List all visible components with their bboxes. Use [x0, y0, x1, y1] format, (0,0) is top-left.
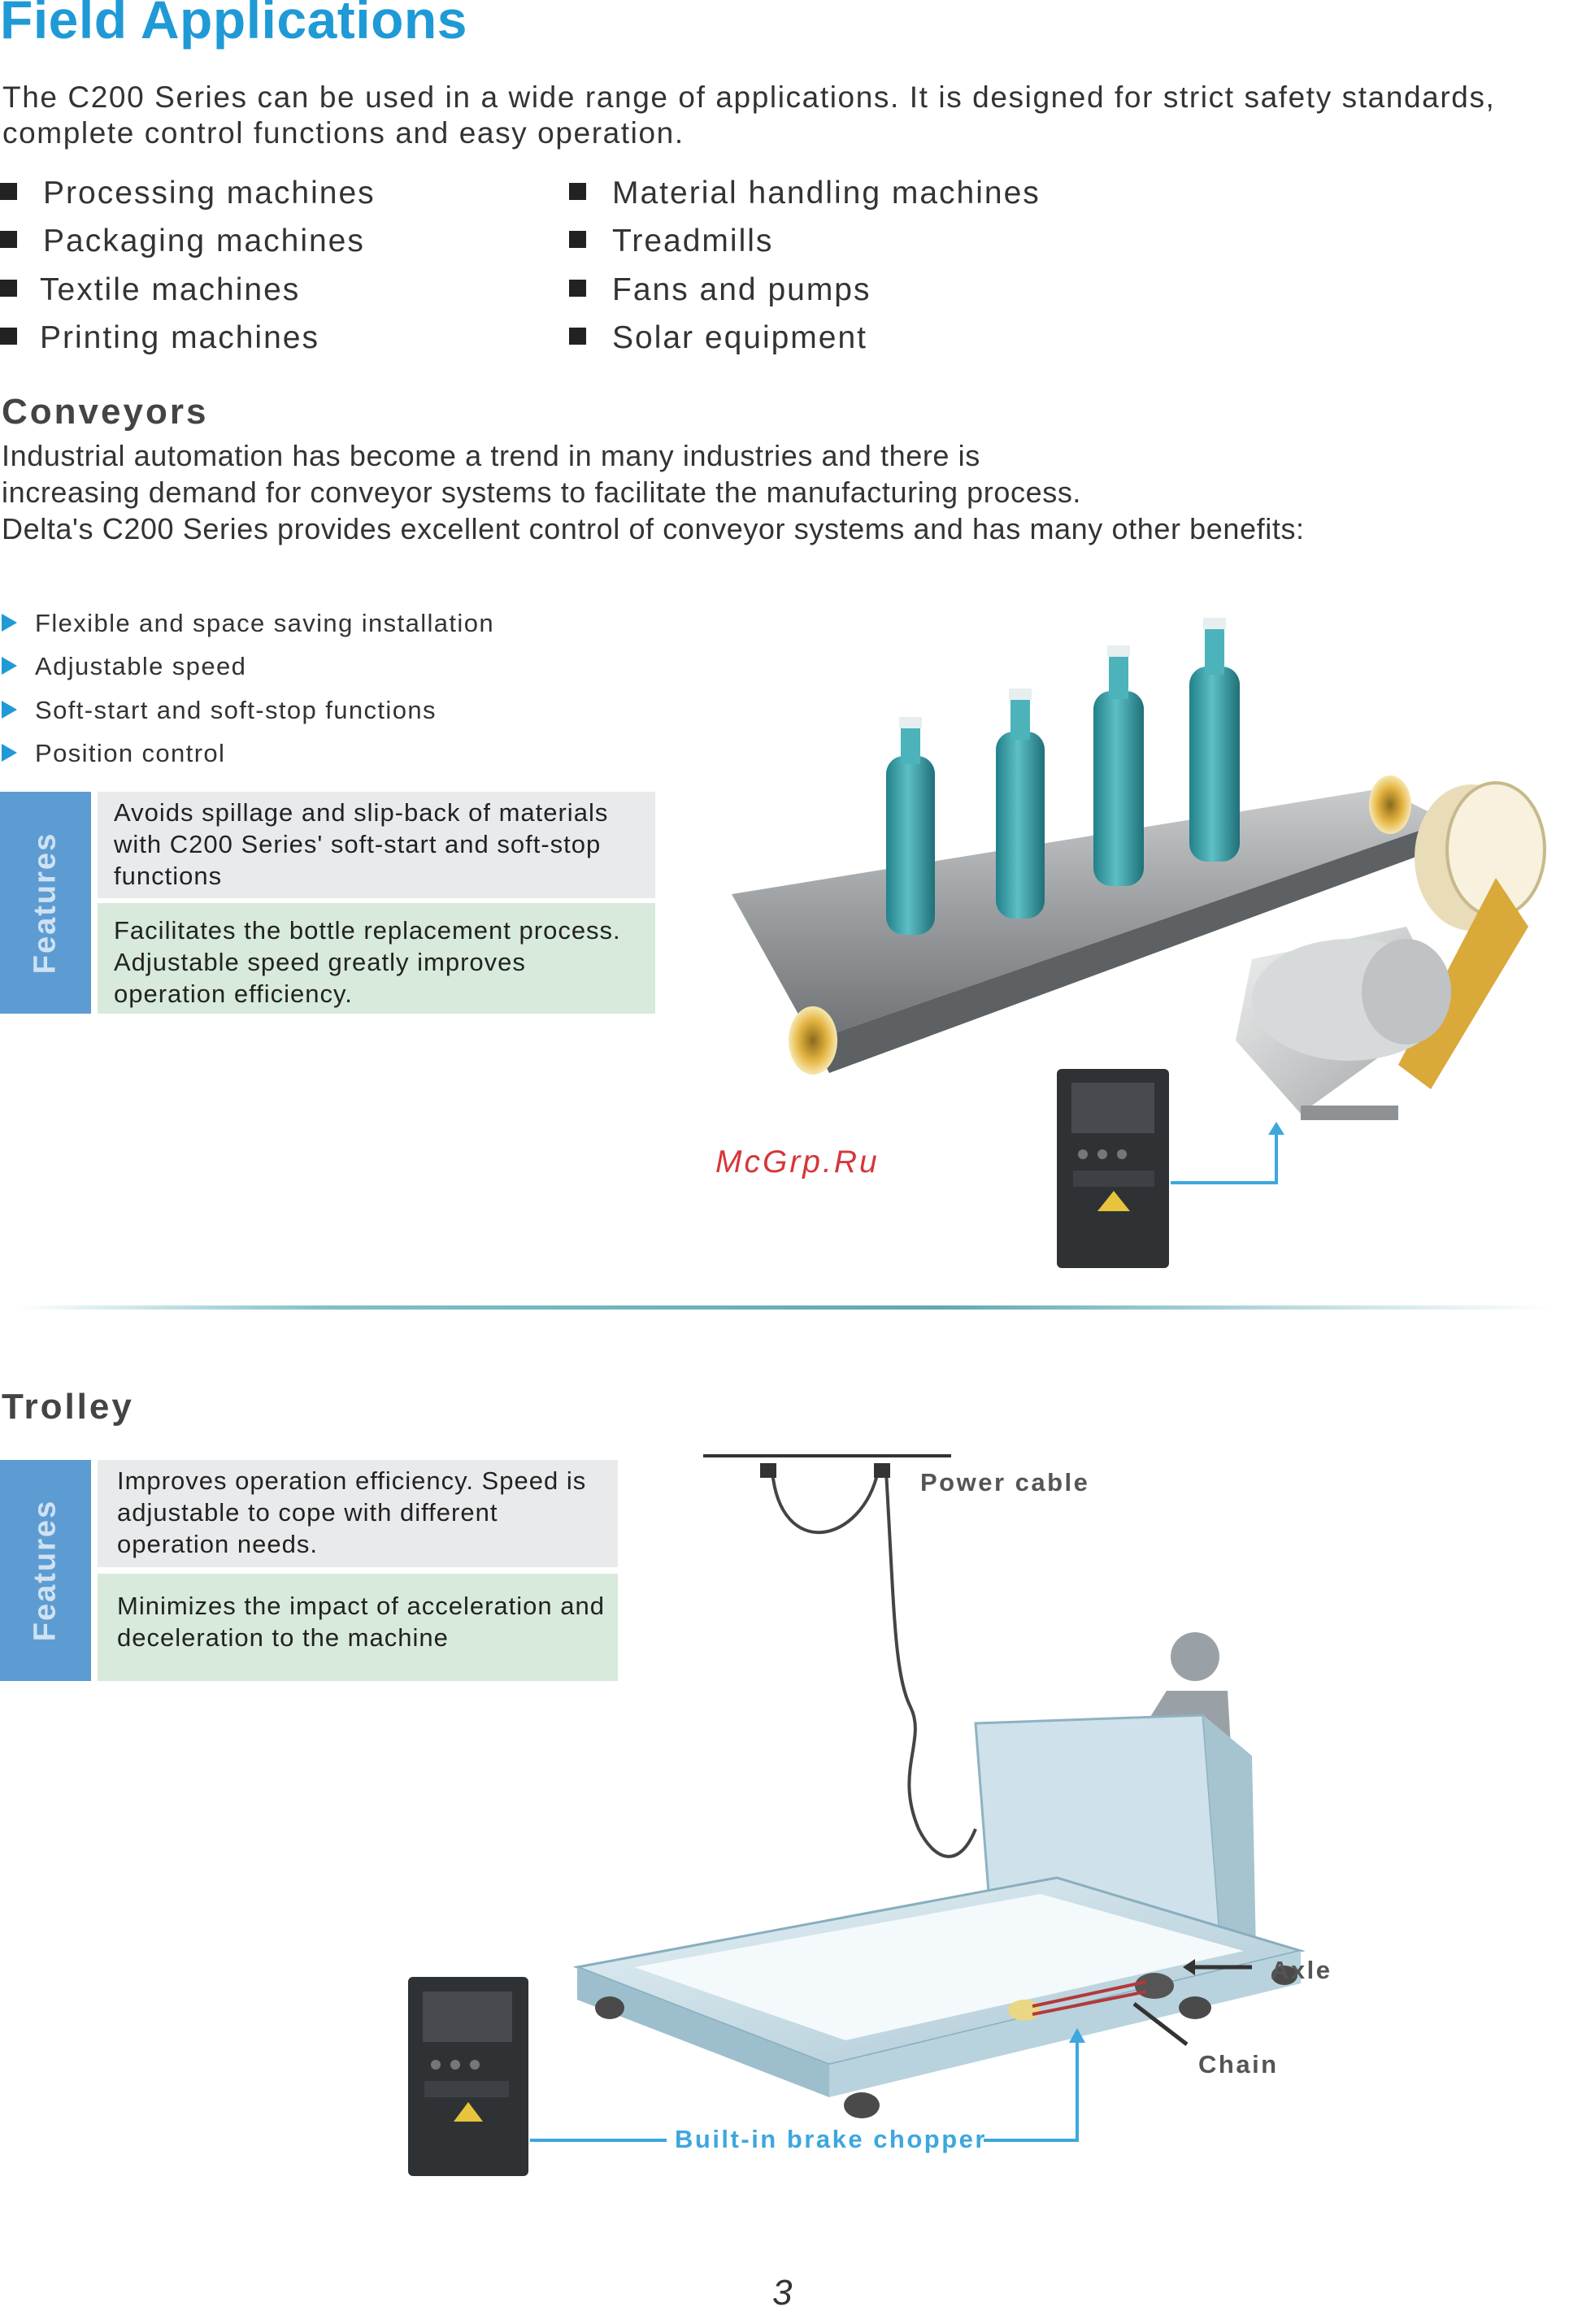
- list-item: Position control: [2, 739, 225, 768]
- roller-icon: [789, 1006, 837, 1075]
- square-bullet-icon: [569, 231, 586, 249]
- features-tab: Features: [0, 792, 91, 1014]
- feature-box: Facilitates the bottle replacement proce…: [98, 903, 655, 1014]
- conveyors-heading: Conveyors: [2, 392, 209, 432]
- list-item: Adjustable speed: [2, 652, 246, 681]
- gearbox-icon: [1415, 781, 1546, 931]
- intro-line: increasing demand for conveyor systems t…: [2, 476, 1082, 509]
- list-item: Processing machines: [0, 176, 376, 211]
- brake-chopper-label: Built-in brake chopper: [675, 2125, 987, 2153]
- motor-icon: [1236, 927, 1451, 1120]
- axle-chain-icon: [1008, 1973, 1174, 2021]
- list-item: Fans and pumps: [569, 272, 871, 308]
- page-number: 3: [772, 2273, 793, 2313]
- connection-arrow: [1171, 1130, 1278, 1184]
- feature-box: Minimizes the impact of acceleration and…: [98, 1574, 618, 1681]
- bottle-icon: [996, 689, 1045, 919]
- drive-unit-icon: [408, 1977, 528, 2176]
- roller-icon: [1369, 775, 1411, 834]
- square-bullet-icon: [569, 280, 586, 298]
- arrow-bullet-icon: [2, 700, 17, 719]
- list-item: Printing machines: [0, 320, 319, 356]
- section-divider: [16, 1305, 1553, 1310]
- list-item: Solar equipment: [569, 320, 867, 356]
- square-bullet-icon: [0, 328, 17, 345]
- intro-paragraph: The C200 Series can be used in a wide ra…: [2, 80, 1496, 150]
- list-item: Textile machines: [0, 272, 300, 308]
- arrow-head-icon: [1268, 1122, 1284, 1135]
- page-title: Field Applications: [0, 0, 467, 50]
- power-cable-label: Power cable: [920, 1468, 1090, 1496]
- arrow-bullet-icon: [2, 656, 17, 675]
- intro-line: Delta's C200 Series provides excellent c…: [2, 512, 1305, 545]
- list-item: Soft-start and soft-stop functions: [2, 696, 437, 725]
- features-tab: Features: [0, 1460, 91, 1681]
- bottle-icon: [1093, 645, 1144, 886]
- conveyor-illustration: [732, 618, 1546, 1268]
- square-bullet-icon: [569, 328, 586, 345]
- wheel-icon: [595, 1966, 1297, 2118]
- arrow-head-icon: [1069, 2028, 1085, 2043]
- watermark: McGrp.Ru: [715, 1145, 880, 1179]
- trolley-cart: [572, 1714, 1306, 2097]
- square-bullet-icon: [0, 231, 17, 249]
- drive-unit-icon: [1057, 1069, 1169, 1268]
- list-item: Treadmills: [569, 224, 773, 259]
- drive-belt: [1398, 878, 1528, 1089]
- bottle-icon: [1189, 618, 1240, 862]
- axle-label: Axle: [1271, 1956, 1332, 1984]
- arrow-bullet-icon: [2, 613, 17, 632]
- chain-pointer: [1132, 2002, 1189, 2046]
- arrow-bullet-icon: [2, 743, 17, 762]
- square-bullet-icon: [0, 183, 17, 201]
- list-item: Material handling machines: [569, 176, 1041, 211]
- intro-line: Industrial automation has become a trend…: [2, 439, 980, 472]
- square-bullet-icon: [0, 280, 17, 298]
- conveyors-intro: Industrial automation has become a trend…: [2, 437, 1546, 547]
- square-bullet-icon: [569, 183, 586, 201]
- list-item: Packaging machines: [0, 224, 365, 259]
- chain-label: Chain: [1198, 2050, 1279, 2079]
- trolley-illustration: [408, 1454, 1306, 2176]
- conveyor-belt: [732, 788, 1447, 1040]
- list-item: Flexible and space saving installation: [2, 609, 494, 638]
- feature-box: Avoids spillage and slip-back of materia…: [98, 792, 655, 898]
- power-cable: [771, 1470, 880, 1534]
- feature-box: Improves operation efficiency. Speed is …: [98, 1460, 618, 1567]
- bottle-icon: [886, 717, 935, 935]
- trolley-heading: Trolley: [2, 1387, 134, 1427]
